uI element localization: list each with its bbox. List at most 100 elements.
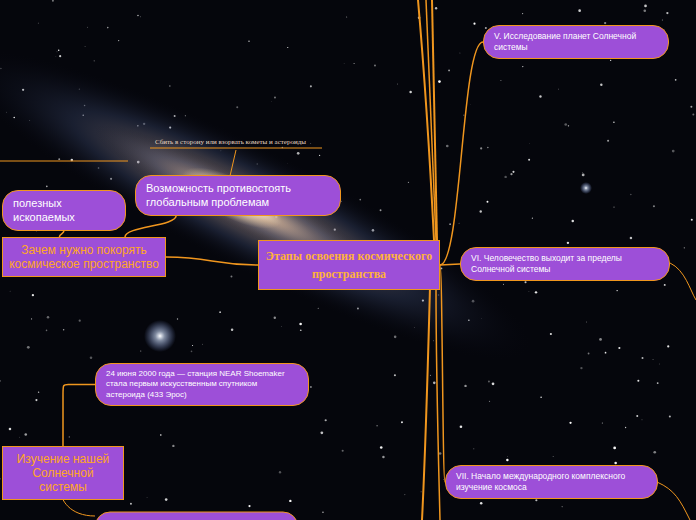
star bbox=[281, 326, 283, 328]
star bbox=[325, 419, 327, 421]
star bbox=[320, 431, 323, 434]
star bbox=[310, 142, 312, 144]
star bbox=[529, 142, 531, 144]
star bbox=[448, 70, 450, 72]
star bbox=[19, 436, 21, 438]
star bbox=[684, 247, 685, 248]
star bbox=[473, 23, 475, 25]
star bbox=[137, 15, 139, 17]
star bbox=[539, 95, 541, 97]
trunk-line bbox=[422, 287, 430, 520]
star bbox=[32, 294, 34, 296]
star bbox=[289, 500, 291, 502]
star bbox=[564, 123, 567, 126]
star bbox=[480, 147, 482, 149]
star bbox=[586, 321, 588, 323]
star bbox=[165, 498, 168, 501]
star bbox=[55, 55, 57, 57]
central-topic: Этапы освоения космического пространства bbox=[258, 240, 440, 290]
node-text: VI. Человечество выходит за пределы Солн… bbox=[471, 253, 659, 275]
star bbox=[146, 496, 148, 498]
star bbox=[675, 79, 677, 81]
star bbox=[630, 194, 631, 195]
star bbox=[535, 499, 537, 501]
star bbox=[160, 434, 162, 436]
star bbox=[408, 182, 409, 183]
trunk-line bbox=[426, 0, 436, 240]
star bbox=[177, 318, 178, 319]
star bbox=[506, 459, 508, 461]
galaxy-band bbox=[0, 6, 557, 403]
star bbox=[582, 174, 585, 177]
star bbox=[691, 219, 693, 221]
star bbox=[107, 27, 109, 29]
star bbox=[550, 333, 552, 335]
star bbox=[58, 49, 60, 51]
trunk-line bbox=[436, 287, 440, 520]
star bbox=[658, 363, 660, 365]
star bbox=[667, 345, 669, 347]
star bbox=[486, 201, 488, 203]
star bbox=[35, 399, 37, 401]
branch-line bbox=[657, 482, 690, 520]
star bbox=[664, 284, 666, 286]
star bbox=[572, 220, 575, 223]
star bbox=[613, 447, 616, 450]
star bbox=[613, 207, 614, 208]
star bbox=[666, 12, 668, 14]
star bbox=[669, 415, 671, 417]
star bbox=[582, 172, 584, 174]
star bbox=[442, 479, 444, 481]
star bbox=[435, 7, 437, 9]
star bbox=[219, 311, 221, 313]
bright-star bbox=[144, 320, 176, 352]
star bbox=[59, 55, 61, 57]
star bbox=[300, 329, 302, 331]
star bbox=[380, 446, 383, 449]
star bbox=[24, 433, 27, 436]
star bbox=[604, 22, 606, 24]
star bbox=[52, 0, 54, 2]
star bbox=[561, 506, 563, 508]
star bbox=[394, 336, 397, 339]
star bbox=[310, 85, 312, 87]
star bbox=[507, 456, 509, 458]
star bbox=[615, 290, 617, 292]
star bbox=[657, 382, 659, 384]
star bbox=[322, 511, 324, 513]
star bbox=[37, 22, 39, 24]
star bbox=[630, 237, 632, 239]
star bbox=[271, 101, 273, 103]
star bbox=[140, 16, 142, 18]
star bbox=[27, 346, 30, 349]
leader-line bbox=[150, 148, 322, 149]
star bbox=[248, 41, 249, 42]
star bbox=[79, 320, 81, 322]
star bbox=[459, 52, 461, 54]
star bbox=[191, 351, 193, 353]
star bbox=[31, 318, 32, 319]
star bbox=[354, 63, 355, 64]
star bbox=[438, 80, 441, 83]
star bbox=[489, 401, 490, 402]
star bbox=[464, 385, 466, 387]
star bbox=[512, 171, 514, 173]
star bbox=[382, 456, 384, 458]
star bbox=[458, 222, 460, 224]
star bbox=[613, 122, 614, 123]
star bbox=[401, 421, 403, 423]
star bbox=[421, 491, 422, 492]
star bbox=[346, 16, 348, 18]
star bbox=[46, 330, 48, 332]
star bbox=[567, 242, 569, 244]
star bbox=[607, 140, 609, 142]
node-text: 24 июня 2000 года — станция NEAR Shoemak… bbox=[106, 369, 298, 400]
subtopic-box: 24 июня 2000 года — станция NEAR Shoemak… bbox=[95, 363, 309, 406]
star bbox=[480, 210, 482, 212]
star bbox=[636, 415, 638, 417]
node-text: V. Исследование планет Солнечной системы bbox=[494, 31, 658, 53]
star bbox=[641, 419, 643, 421]
stage-box: VII. Начало международного комплексного … bbox=[445, 465, 658, 499]
